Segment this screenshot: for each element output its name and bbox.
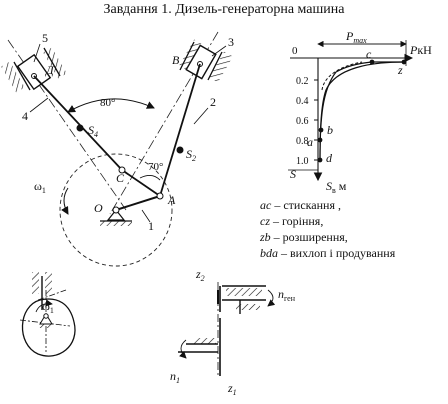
label-slider-3: 3 [228,35,234,49]
label-angle-70: 70° [148,161,163,173]
legend-item-ac: ac – стискання , [260,198,341,212]
tick-label-4: 1.0 [296,156,309,167]
label-point-b: b [327,123,333,137]
label-point-z: z [397,63,403,77]
label-point-c: c [366,47,372,61]
label-slider-d: Д [45,63,55,77]
link-2 [159,63,201,197]
point-s2 [176,146,184,154]
label-point-d: d [326,151,333,165]
gear-train: z2 z1 nген n1 [170,267,296,397]
label-link-1: 1 [148,219,154,233]
page-title: Завдання 1. Дизель-генераторна машина [103,2,345,17]
label-link-4: 4 [22,109,28,123]
label-s2: S2 [186,147,196,163]
point-z [401,59,407,65]
cam-omega-arrow [35,299,53,313]
link-ca [121,169,161,197]
axis-line-right [109,31,219,215]
label-point-a: a [307,135,313,149]
label-a: A [167,193,176,207]
angle-70-arc [139,175,161,181]
label-pmax: Pmax [345,29,367,45]
tick-label-2: 0.6 [296,116,309,127]
omega-arrow-mechanism [61,187,69,215]
curve-compression [319,61,373,161]
slider-guide-right [179,39,233,83]
legend-item-cz: cz – горіння, [260,214,324,228]
label-cam-omega: ω1 [42,299,54,315]
tick-label-1: 0.4 [296,96,309,107]
label-o: O [94,201,103,215]
label-z2: z2 [195,267,205,283]
cam-mechanism: ω1 [19,272,76,357]
curve-exhaust [321,61,363,91]
slider-guide-left [1,47,67,93]
curve-expansion [319,61,405,161]
joint-c [118,166,126,174]
point-b [318,127,324,133]
crank-oa [115,195,161,211]
point-a [317,137,323,143]
label-n-gen: nген [278,287,296,303]
label-p-axis: PкН [409,43,432,57]
tick-label-0: 0.2 [296,76,309,87]
pivot-o [100,206,132,226]
angle-80-arc [67,98,155,113]
label-zero: 0 [292,45,298,57]
axis-line-left [7,39,127,211]
input-rotation-arrow [179,339,187,359]
label-c: C [116,171,125,185]
output-rotation-arrow [267,289,276,307]
point-s4 [76,124,84,132]
link-4 [33,75,123,171]
legend-item-zb: zb – розширення, [260,230,348,244]
crank-circle [59,153,173,267]
y-ticks [314,79,318,161]
point-d [317,157,323,163]
label-slider-5: 5 [42,31,48,45]
mechanism: 5 Д 3 B 80° 4 2 1 S4 S2 70° C A O ω1 [1,31,234,267]
joint-a [156,192,164,200]
legend-item-bda: bda – вихлоп і продування [260,246,396,260]
label-s4: S4 [88,123,98,139]
label-omega-1: ω1 [34,179,46,195]
label-z1: z1 [227,381,237,397]
label-angle-80: 80° [100,97,115,109]
tick-label-3: 0.8 [296,136,309,147]
label-slider-b: B [172,53,180,67]
label-n1: n1 [170,369,180,385]
cam-profile [21,298,76,357]
label-link-2: 2 [210,95,216,109]
label-s-dim: S [290,167,296,181]
point-c [369,59,375,65]
